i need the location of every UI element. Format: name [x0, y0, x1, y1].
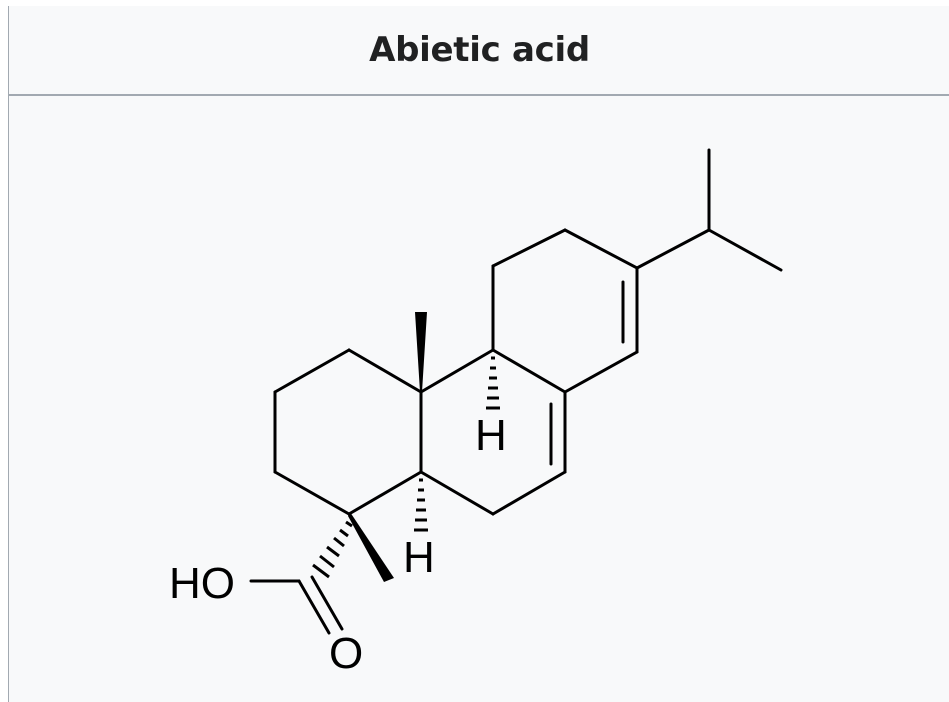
atom-label-ho: HO — [169, 559, 235, 608]
wedge-bonds — [348, 312, 427, 582]
infobox-title: Abietic acid — [369, 30, 590, 70]
atom-label-h-c5: H — [403, 533, 435, 582]
atom-label-o: O — [329, 629, 363, 678]
infobox: Abietic acid — [8, 6, 949, 702]
bond-lines — [249, 148, 783, 635]
chemical-structure-image[interactable]: HO O H H — [9, 6, 949, 702]
title-divider — [9, 94, 949, 96]
atom-label-h-c9: H — [475, 411, 507, 460]
hashed-bonds — [312, 356, 500, 579]
